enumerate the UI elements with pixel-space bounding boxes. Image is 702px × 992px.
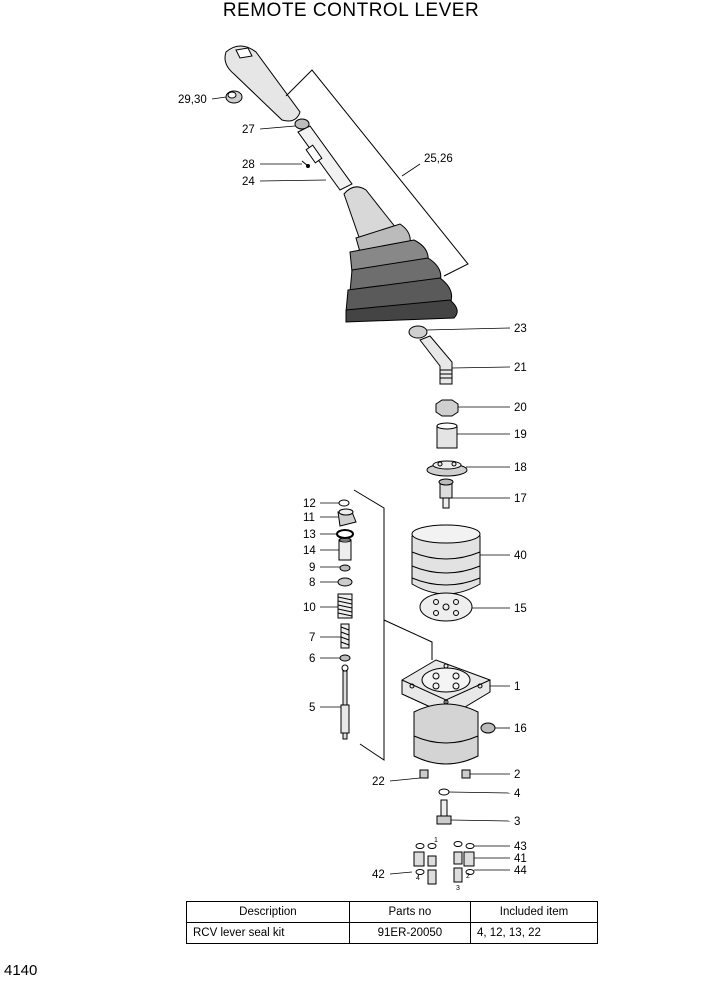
callout-40: 40 <box>514 550 527 562</box>
boot-25-26 <box>343 186 458 323</box>
leader-lines <box>211 96 511 875</box>
pin-28 <box>301 160 310 168</box>
callout-25-26: 25,26 <box>424 153 453 165</box>
seat-8 <box>337 577 353 587</box>
column-header-included-item: Included item <box>469 901 599 923</box>
cell-parts-no: 91ER-20050 <box>348 922 471 944</box>
cell-description: RCV lever seal kit <box>186 922 350 944</box>
page-number: 4140 <box>4 962 38 979</box>
cam-18 <box>426 460 468 477</box>
port-fittings <box>413 841 475 885</box>
callout-9: 9 <box>309 562 315 574</box>
o-ring-13 <box>336 529 354 539</box>
seal-kit-table: Description Parts no Included item RCV l… <box>186 901 599 944</box>
port-mark-1: 1 <box>434 837 438 844</box>
callout-28: 28 <box>242 159 255 171</box>
column-header-description: Description <box>186 901 350 923</box>
callout-20: 20 <box>514 402 527 414</box>
spring-10 <box>337 593 353 619</box>
page-title: REMOTE CONTROL LEVER <box>222 0 480 21</box>
nut-20 <box>435 399 459 417</box>
plate-15 <box>419 592 473 622</box>
ring-12 <box>338 499 350 507</box>
body-2 <box>413 703 479 779</box>
o-ring-4 <box>438 788 450 796</box>
grip-handle <box>224 45 301 122</box>
table-row: RCV lever seal kit 91ER-20050 4, 12, 13,… <box>186 922 599 944</box>
boot-40 <box>411 524 481 595</box>
callout-44: 44 <box>514 865 527 877</box>
callout-15: 15 <box>514 603 527 615</box>
plug-16 <box>480 722 496 734</box>
port-mark-3: 3 <box>456 885 460 892</box>
cell-included-item: 4, 12, 13, 22 <box>469 922 599 944</box>
callout-18: 18 <box>514 462 527 474</box>
callout-22: 22 <box>372 776 385 788</box>
callout-29-30: 29,30 <box>178 94 207 106</box>
callout-21: 21 <box>514 362 527 374</box>
callout-6: 6 <box>309 653 315 665</box>
callout-4: 4 <box>514 788 521 800</box>
cap-29-30 <box>225 90 243 104</box>
nut-23 <box>408 325 428 339</box>
port-mark-4: 4 <box>416 875 420 882</box>
washer-6 <box>339 654 351 662</box>
casing-1 <box>401 659 491 717</box>
nut-27 <box>294 118 310 130</box>
column-header-parts-no: Parts no <box>348 901 471 923</box>
spring-7 <box>340 623 350 649</box>
joint-17 <box>438 478 454 509</box>
callout-16: 16 <box>514 723 527 735</box>
table-header-row: Description Parts no Included item <box>186 901 599 923</box>
callout-24: 24 <box>242 176 255 188</box>
joint-19 <box>436 422 458 449</box>
callout-7: 7 <box>309 632 315 644</box>
left-exploded-bracket <box>353 489 433 761</box>
callout-10: 10 <box>303 602 316 614</box>
callout-27: 27 <box>242 124 255 136</box>
exploded-parts-diagram: 1 2 3 4 <box>178 45 527 892</box>
seal-11 <box>337 508 357 527</box>
callout-41: 41 <box>514 853 527 865</box>
callout-2: 2 <box>514 769 520 781</box>
push-rod-14 <box>338 537 352 561</box>
washer-9 <box>339 564 351 572</box>
callout-43: 43 <box>514 841 527 853</box>
callout-17: 17 <box>514 493 527 505</box>
port-mark-2: 2 <box>466 873 470 880</box>
callout-12: 12 <box>303 498 316 510</box>
callout-19: 19 <box>514 429 527 441</box>
callout-3: 3 <box>514 816 520 828</box>
spool-5 <box>340 664 350 740</box>
callout-5: 5 <box>309 702 315 714</box>
callout-42: 42 <box>372 869 385 881</box>
callout-1: 1 <box>514 681 520 693</box>
callout-11: 11 <box>303 512 315 524</box>
shaft-3 <box>436 799 452 825</box>
lever-pipe-24 <box>297 125 353 191</box>
callout-23: 23 <box>514 323 527 335</box>
callout-8: 8 <box>309 577 315 589</box>
callout-14: 14 <box>303 545 316 557</box>
boot-callout-bracket <box>285 69 469 277</box>
callout-13: 13 <box>303 529 316 541</box>
bolt-21 <box>419 335 453 385</box>
